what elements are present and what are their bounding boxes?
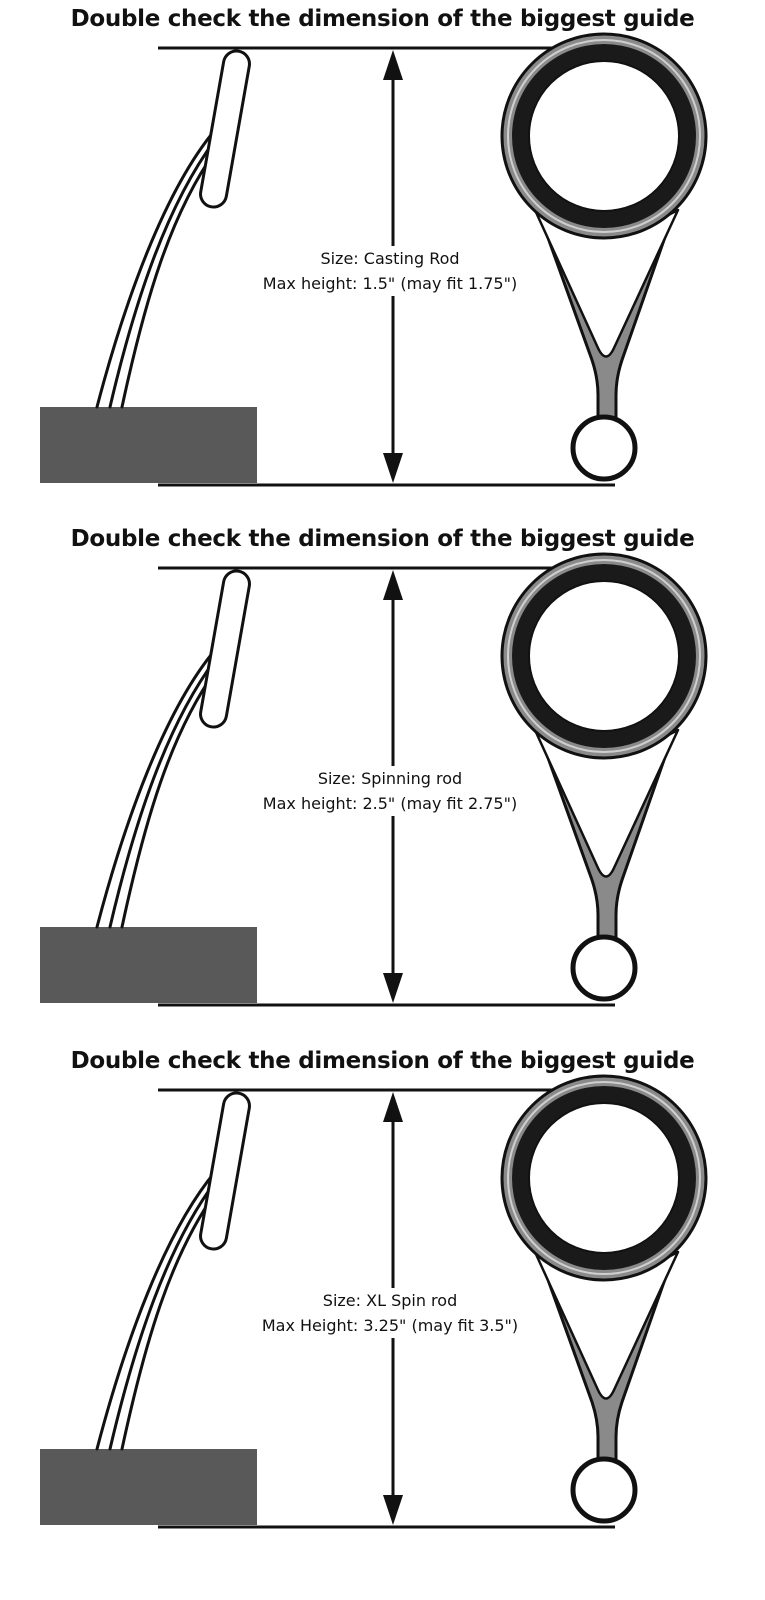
guide-front-view <box>500 1074 708 1524</box>
max-height-text: Max height: 2.5" (may fit 2.75") <box>259 791 521 816</box>
guide-diagram-drawing <box>40 1074 708 1529</box>
size-label: Size: Casting Rod Max height: 1.5" (may … <box>170 246 610 296</box>
size-label: Size: XL Spin rod Max Height: 3.25" (may… <box>170 1288 610 1338</box>
size-text: Size: Casting Rod <box>317 246 463 271</box>
rod-blank-block <box>40 1449 257 1525</box>
guide-diagram-panel: Double check the dimension of the bigges… <box>0 520 765 1030</box>
max-height-text: Max Height: 3.25" (may fit 3.5") <box>258 1313 522 1338</box>
guide-front-view <box>500 552 708 1002</box>
size-text: Size: XL Spin rod <box>319 1288 461 1313</box>
guide-diagram-drawing <box>40 552 708 1007</box>
guide-diagram-drawing <box>40 32 708 487</box>
guide-diagram-panel: Double check the dimension of the bigges… <box>0 0 765 510</box>
guide-side-view <box>95 569 251 929</box>
panel-title: Double check the dimension of the bigges… <box>70 526 695 552</box>
panel-title: Double check the dimension of the bigges… <box>70 1048 695 1074</box>
size-text: Size: Spinning rod <box>314 766 466 791</box>
panel-title: Double check the dimension of the bigges… <box>70 6 695 32</box>
guide-diagram-panel: Double check the dimension of the bigges… <box>0 1042 765 1552</box>
guide-front-view <box>500 32 708 482</box>
size-label: Size: Spinning rod Max height: 2.5" (may… <box>170 766 610 816</box>
guide-side-view <box>95 1091 251 1451</box>
guide-side-view <box>95 49 251 409</box>
rod-blank-block <box>40 407 257 483</box>
rod-blank-block <box>40 927 257 1003</box>
max-height-text: Max height: 1.5" (may fit 1.75") <box>259 271 521 296</box>
